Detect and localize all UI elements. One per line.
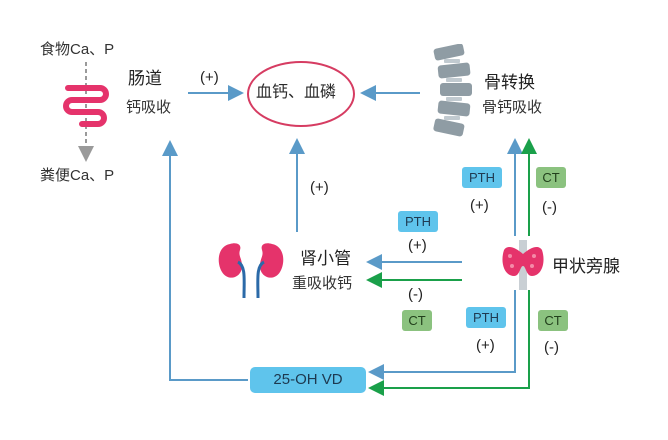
pth-vd-sign: (+) [476, 337, 495, 354]
ct-kidney-tag: CT [402, 310, 432, 331]
intestine-to-blood-sign: (+) [200, 69, 219, 86]
kidney-to-blood-sign: (+) [310, 179, 329, 196]
ct-bone-sign: (-) [542, 199, 557, 216]
pth-bone-sign: (+) [470, 197, 489, 214]
kidney-title: 肾小管 [300, 249, 351, 268]
food-label: 食物Ca、P [40, 41, 115, 58]
intestine-title: 肠道 [128, 69, 162, 88]
kidney-subtitle: 重吸收钙 [292, 275, 353, 292]
vd-to-intestine-arrow [162, 140, 248, 381]
kidney-icon [218, 243, 284, 299]
blood-calcium-phosphate-label: 血钙、血磷 [256, 84, 337, 101]
bone-subtitle: 骨钙吸收 [482, 99, 543, 116]
bone-spine-icon [433, 44, 472, 137]
pth-bone-tag: PTH [462, 167, 502, 188]
ct-vd-tag: CT [538, 310, 568, 331]
vitamin-d-box: 25-OH VD [250, 367, 366, 393]
ct-vd-sign: (-) [544, 339, 559, 356]
intestine-subtitle: 钙吸收 [126, 99, 172, 116]
pth-kidney-sign: (+) [408, 237, 427, 254]
parathyroid-title: 甲状旁腺 [552, 257, 620, 276]
intestine-icon [63, 85, 109, 127]
pth-kidney-tag: PTH [398, 211, 438, 232]
bone-title: 骨转换 [484, 73, 535, 92]
ct-to-vd-arrow [368, 290, 530, 396]
pth-to-vd-arrow [368, 290, 516, 380]
pth-vd-tag: PTH [466, 307, 506, 328]
ct-bone-tag: CT [536, 167, 566, 188]
ct-kidney-sign: (-) [408, 286, 423, 303]
feces-label: 粪便Ca、P [40, 167, 115, 184]
blood-calcium-phosphate-ellipse [247, 61, 355, 127]
thyroid-icon [502, 240, 544, 290]
